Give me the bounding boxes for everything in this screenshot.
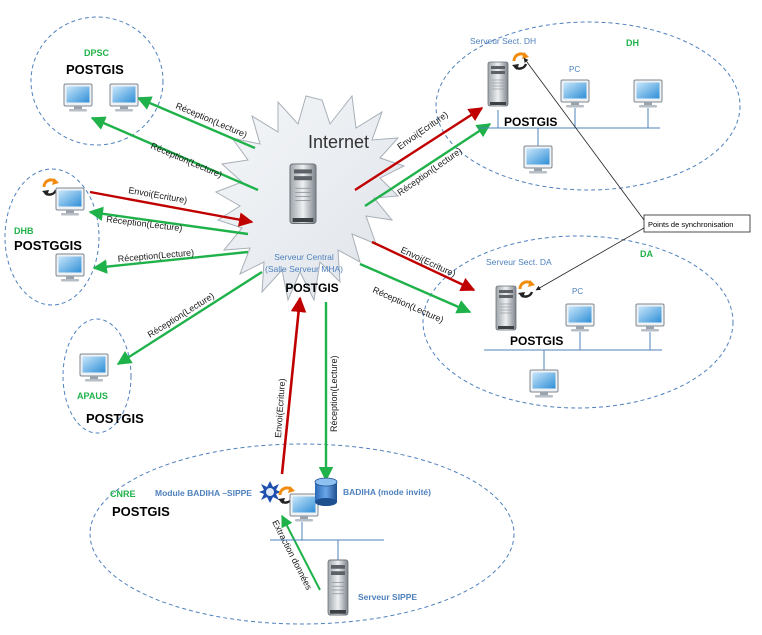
sync-callout-line-dh: [523, 57, 645, 221]
da-server-icon: [495, 285, 517, 331]
link-central-da-reception: [359, 262, 472, 314]
dpsc-pc-icon-2: [109, 83, 139, 112]
label-reception-dhb-1: Réception(Lecture): [106, 214, 183, 233]
sippe-server-label: Serveur SIPPE: [358, 592, 417, 602]
dhb-pc-icon-2: [55, 253, 85, 282]
link-sippe-extraction: [281, 514, 321, 591]
cnre-db-label: POSTGIS: [112, 504, 170, 519]
apaus-db-label: POSTGIS: [86, 411, 144, 426]
central-label-line2: (Salle Serveur MHA): [265, 264, 343, 274]
link-central-dh-envoi: [354, 106, 484, 192]
da-pc-icon-1: [565, 303, 595, 332]
label-reception-apaus: Réception(Lecture): [146, 291, 216, 340]
dpsc-site-name: DPSC: [84, 48, 110, 58]
da-site-name: DA: [640, 249, 653, 259]
dhb-zone-ellipse: [4, 168, 100, 306]
da-db-label: POSTGIS: [510, 334, 563, 348]
badiha-label: BADIHA (mode invité): [343, 487, 431, 497]
dpsc-zone-ellipse: [30, 16, 164, 146]
dpsc-pc-icon-1: [63, 83, 93, 112]
da-server-label: Serveur Sect. DA: [486, 257, 552, 267]
link-central-dhb-1: [88, 206, 249, 236]
label-envoi-da: Envoi(Ecriture): [399, 245, 457, 279]
dhb-pc-icon-1: [55, 187, 85, 216]
dh-pc-icon-2: [633, 79, 663, 108]
sync-callout-line-da: [535, 227, 645, 291]
dhb-db-label: POSTGGIS: [14, 238, 82, 253]
dpsc-db-label: POSTGIS: [66, 62, 124, 77]
central-db-label: POSTGIS: [285, 281, 338, 295]
link-central-apaus: [116, 270, 263, 366]
label-reception-dh: Réception(Lecture): [395, 146, 463, 198]
dh-db-label: POSTGIS: [504, 115, 557, 129]
dhb-site-name: DHB: [14, 226, 34, 236]
label-envoi-cnre: Envoi(Ecriture): [273, 378, 287, 438]
dh-pc-icon-3: [523, 145, 553, 174]
link-central-dh-reception: [364, 122, 492, 208]
label-reception-dpsc-2: Réception(Lecture): [149, 141, 223, 180]
dh-pc-icon-1: [560, 79, 590, 108]
link-central-da-envoi: [371, 240, 476, 292]
dh-server-icon: [487, 61, 509, 107]
label-envoi-dhb: Envoi(Ecriture): [128, 185, 188, 205]
internet-label: Internet: [308, 132, 369, 152]
da-zone-ellipse: [422, 235, 734, 409]
link-dhb-central-envoi: [89, 190, 254, 227]
label-reception-badiha: Réception(Lecture): [329, 355, 339, 432]
cnre-pc-icon: [289, 493, 319, 522]
link-cnre-central-envoi: [280, 296, 307, 475]
da-pc-label: PC: [572, 287, 583, 296]
label-extraction: Extraction données: [270, 518, 314, 592]
cnre-site-name: CNRE: [110, 489, 136, 499]
dh-site-name: DH: [626, 38, 639, 48]
module-gear-badge-icon: [259, 481, 281, 503]
dh-pc-label: PC: [569, 65, 580, 74]
link-central-dpsc-1: [136, 96, 256, 150]
apaus-zone-ellipse: [62, 318, 132, 434]
label-reception-dpsc-1: Réception(Lecture): [174, 101, 248, 140]
central-server-icon: [289, 163, 317, 225]
cnre-module-label: Module BADIHA –SIPPE: [155, 488, 252, 498]
sync-callout-label: Points de synchronisation: [648, 220, 733, 229]
da-pc-icon-2: [635, 303, 665, 332]
link-central-dhb-2: [92, 250, 249, 274]
cnre-zone-ellipse: [89, 443, 515, 625]
sync-callout-box: [643, 214, 751, 233]
badiha-database-icon: [314, 477, 338, 506]
dh-zone-ellipse: [435, 21, 741, 191]
apaus-pc-icon: [79, 353, 109, 382]
dh-server-label: Serveur Sect. DH: [470, 36, 536, 46]
label-reception-da: Réception(Lecture): [371, 285, 445, 325]
sippe-server-icon: [327, 559, 349, 616]
link-central-dpsc-2: [90, 116, 259, 192]
da-sync-icon: [516, 278, 537, 300]
central-label-line1: Serveur Central: [274, 252, 334, 262]
da-pc-icon-3: [529, 369, 559, 398]
apaus-site-name: APAUS: [77, 391, 108, 401]
